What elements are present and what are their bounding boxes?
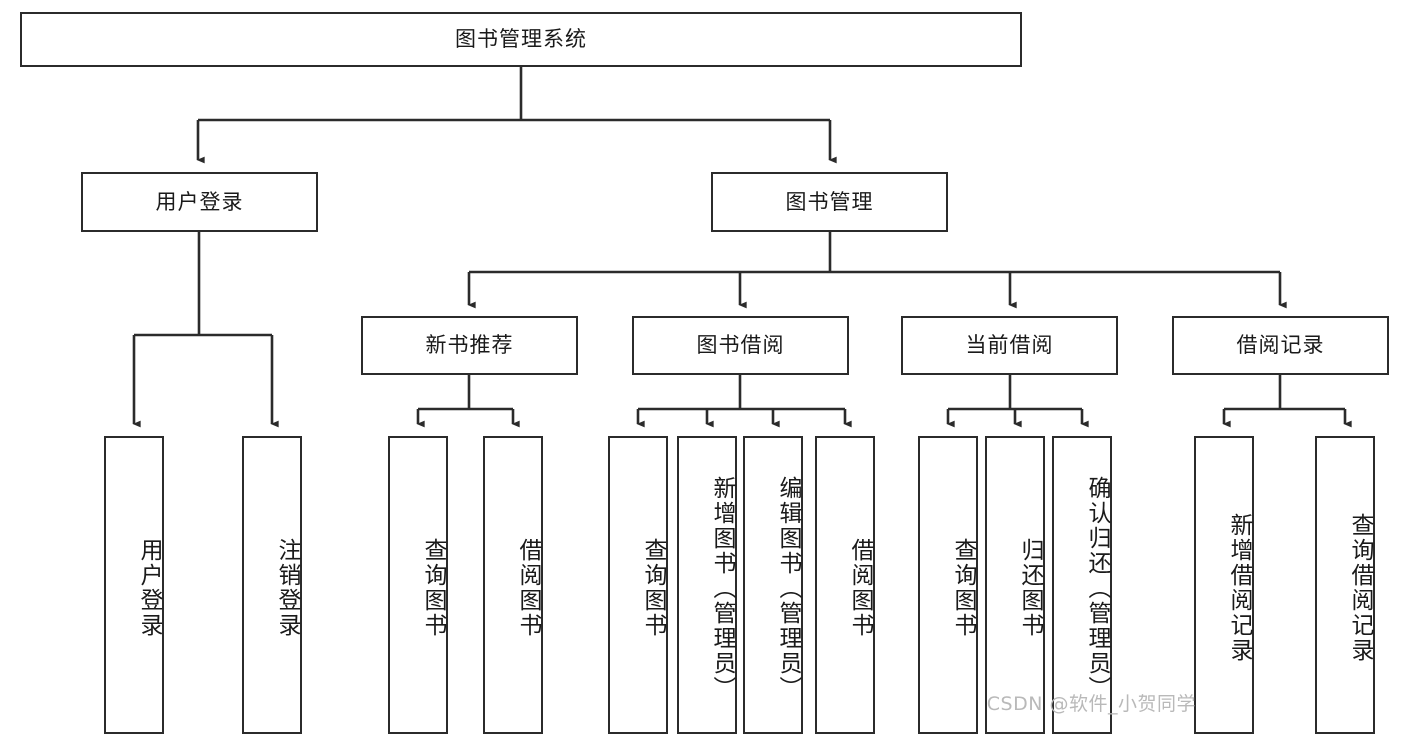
node-leaf-user-login[interactable]: 用户登录 bbox=[104, 436, 164, 734]
node-leaf-query-book-1[interactable]: 查询图书 bbox=[388, 436, 448, 734]
node-root[interactable]: 图书管理系统 bbox=[20, 12, 1022, 67]
node-leaf-query-book-1-label: 查询图书 bbox=[420, 538, 446, 638]
node-leaf-borrow-book-2[interactable]: 借阅图书 bbox=[815, 436, 875, 734]
node-leaf-query-book-3-label: 查询图书 bbox=[950, 538, 976, 638]
node-leaf-add-book-label: 新增图书（管理员） bbox=[709, 475, 735, 701]
node-leaf-return-book[interactable]: 归还图书 bbox=[985, 436, 1045, 734]
csdn-watermark: CSDN @软件_小贺同学 bbox=[986, 693, 1196, 715]
node-new-book-rec[interactable]: 新书推荐 bbox=[361, 316, 578, 375]
node-root-label: 图书管理系统 bbox=[455, 27, 587, 52]
node-leaf-query-book-2-label: 查询图书 bbox=[640, 538, 666, 638]
node-leaf-query-book-3[interactable]: 查询图书 bbox=[918, 436, 978, 734]
node-borrow-record[interactable]: 借阅记录 bbox=[1172, 316, 1389, 375]
node-book-manage-label: 图书管理 bbox=[785, 189, 874, 214]
node-user-login-label: 用户登录 bbox=[155, 189, 244, 214]
node-book-borrow-label: 图书借阅 bbox=[696, 333, 785, 358]
node-book-borrow[interactable]: 图书借阅 bbox=[632, 316, 849, 375]
node-new-book-rec-label: 新书推荐 bbox=[425, 333, 514, 358]
node-leaf-edit-book-label: 编辑图书（管理员） bbox=[775, 475, 801, 701]
node-leaf-return-book-label: 归还图书 bbox=[1017, 538, 1043, 638]
node-leaf-user-login-label: 用户登录 bbox=[136, 538, 162, 638]
node-current-borrow-label: 当前借阅 bbox=[965, 333, 1054, 358]
node-leaf-add-record-label: 新增借阅记录 bbox=[1226, 513, 1252, 663]
node-borrow-record-label: 借阅记录 bbox=[1236, 333, 1325, 358]
node-leaf-edit-book[interactable]: 编辑图书（管理员） bbox=[743, 436, 803, 734]
node-book-manage[interactable]: 图书管理 bbox=[711, 172, 948, 232]
node-user-login[interactable]: 用户登录 bbox=[81, 172, 318, 232]
node-leaf-borrow-book-1-label: 借阅图书 bbox=[515, 538, 541, 638]
node-leaf-confirm-return[interactable]: 确认归还（管理员） bbox=[1052, 436, 1112, 734]
node-leaf-query-record-label: 查询借阅记录 bbox=[1347, 513, 1373, 663]
node-leaf-query-book-2[interactable]: 查询图书 bbox=[608, 436, 668, 734]
node-current-borrow[interactable]: 当前借阅 bbox=[901, 316, 1118, 375]
node-leaf-query-record[interactable]: 查询借阅记录 bbox=[1315, 436, 1375, 734]
node-leaf-add-record[interactable]: 新增借阅记录 bbox=[1194, 436, 1254, 734]
node-leaf-add-book[interactable]: 新增图书（管理员） bbox=[677, 436, 737, 734]
node-leaf-borrow-book-2-label: 借阅图书 bbox=[847, 538, 873, 638]
node-leaf-logout-label: 注销登录 bbox=[274, 538, 300, 638]
node-leaf-confirm-return-label: 确认归还（管理员） bbox=[1084, 475, 1110, 701]
node-leaf-logout[interactable]: 注销登录 bbox=[242, 436, 302, 734]
node-leaf-borrow-book-1[interactable]: 借阅图书 bbox=[483, 436, 543, 734]
